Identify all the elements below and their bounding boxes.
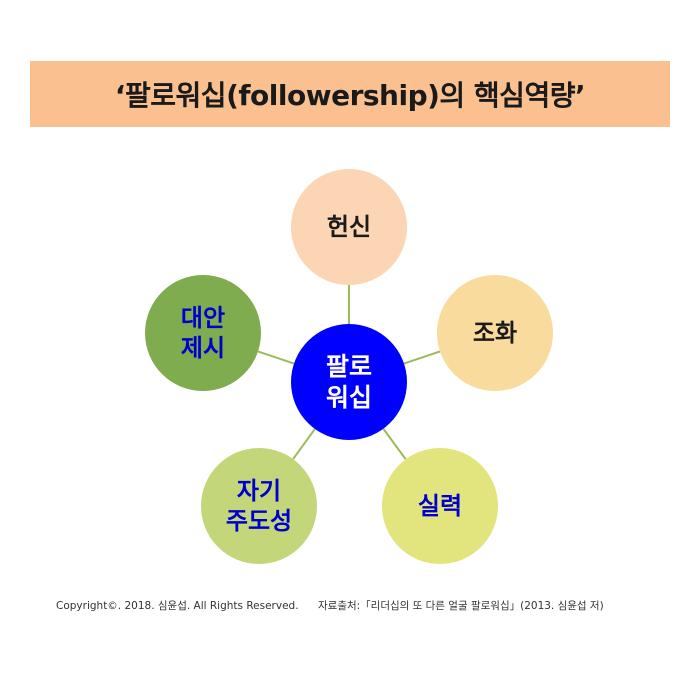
node-label-center-followership: 팔로 xyxy=(326,352,372,381)
node-label-sillyeok: 실력 xyxy=(418,492,462,520)
connector-daean-jesi xyxy=(257,350,295,365)
node-circle-jagi-judoseong xyxy=(201,448,317,564)
node-johwa: 조화 xyxy=(437,275,553,391)
node-sillyeok: 실력 xyxy=(382,448,498,564)
title-banner: ‘팔로워십(followership)의 핵심역량’ xyxy=(30,61,670,127)
connector-johwa xyxy=(403,350,441,365)
node-label-johwa: 조화 xyxy=(473,319,517,347)
connector-jagi-judoseong xyxy=(292,428,316,460)
node-label-daean-jesi: 제시 xyxy=(181,334,225,362)
node-label-center-followership: 워십 xyxy=(326,383,372,412)
node-heonsin: 헌신 xyxy=(291,169,407,285)
node-label-heonsin: 헌신 xyxy=(327,213,371,241)
node-circle-johwa xyxy=(437,275,553,391)
connector-lines xyxy=(257,285,441,460)
copyright-text: Copyright©. 2018. 심윤섭. All Rights Reserv… xyxy=(56,600,299,612)
node-circle-center-followership xyxy=(291,324,407,440)
node-label-jagi-judoseong: 주도성 xyxy=(226,507,292,535)
node-label-jagi-judoseong: 자기 xyxy=(237,477,281,505)
source-text: 자료출처:「리더십의 또 다른 얼굴 팔로워십」(2013. 심윤섭 저) xyxy=(318,600,604,612)
connector-sillyeok xyxy=(382,428,407,460)
node-center-followership: 팔로워십 xyxy=(291,324,407,440)
node-circle-sillyeok xyxy=(382,448,498,564)
node-circle-heonsin xyxy=(291,169,407,285)
page-title: ‘팔로워십(followership)의 핵심역량’ xyxy=(114,79,586,112)
node-circle-daean-jesi xyxy=(145,275,261,391)
node-label-daean-jesi: 대안 xyxy=(181,304,225,332)
